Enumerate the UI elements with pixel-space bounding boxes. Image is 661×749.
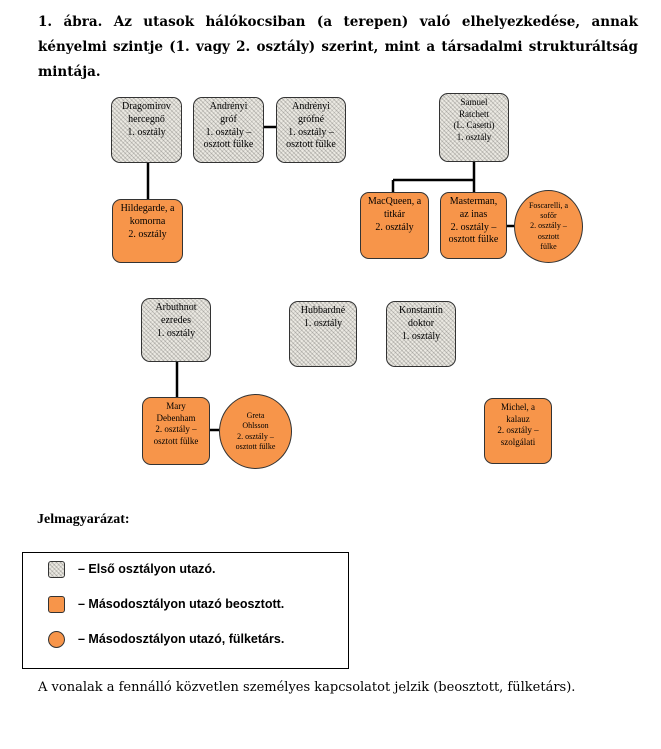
node-andrenyi-grof: Andrényi gróf 1. osztály – osztott fülke — [193, 97, 264, 163]
legend-label: – Első osztályon utazó. — [78, 562, 216, 576]
node-line: Foscarelli, a — [528, 200, 569, 210]
node-line: szolgálati — [500, 436, 536, 447]
legend-item-first-class: – Első osztályon utazó. — [48, 559, 216, 579]
node-masterman: Masterman, az inas 2. osztály – osztott … — [440, 192, 507, 259]
node-line: 2. osztály – — [155, 424, 197, 435]
node-line: hercegnő — [128, 113, 165, 125]
second-class-circle-swatch-icon — [48, 630, 65, 648]
node-line: kalauz — [506, 413, 530, 424]
node-konstantin: Konstantin doktor 1. osztály — [386, 301, 456, 367]
node-line: Michel, a — [501, 402, 535, 412]
node-line: grófné — [297, 113, 325, 125]
node-line: 2. osztály – — [497, 425, 539, 436]
node-line: 1. osztály — [156, 327, 196, 339]
node-line: osztott fülke — [235, 441, 276, 451]
first-class-swatch-icon — [48, 560, 65, 578]
legend-item-second-class-companion: – Másodosztályon utazó, fülketárs. — [48, 629, 284, 649]
node-dragomirov: Dragomirov hercegnő 1. osztály — [111, 97, 182, 163]
node-line: osztott fülke — [286, 139, 336, 151]
node-debenham: Mary Debenham 2. osztály – osztott fülke — [142, 397, 210, 465]
node-line: 2. osztály — [128, 228, 167, 240]
node-line: Andrényi — [209, 101, 248, 112]
node-line: doktor — [407, 317, 435, 329]
node-line: osztott — [537, 231, 560, 241]
node-hildegarde: Hildegarde, a komorna 2. osztály — [112, 199, 183, 263]
node-line: sofőr — [540, 211, 557, 221]
second-class-square-swatch-icon — [48, 595, 65, 613]
node-line: Samuel — [460, 97, 488, 107]
node-line: 1. osztály — [401, 330, 441, 342]
node-line: az inas — [459, 208, 488, 220]
node-line: Hubbardné — [300, 305, 346, 316]
node-line: 2. osztály – — [237, 431, 274, 441]
node-line: ezredes — [161, 314, 191, 326]
node-ohlsson: Greta Ohlsson 2. osztály – osztott fülke — [219, 394, 292, 469]
node-foscarelli: Foscarelli, a sofőr 2. osztály – osztott… — [514, 190, 583, 263]
legend-title: Jelmagyarázat: — [37, 512, 130, 527]
node-arbuthnot: Arbuthnot ezredes 1. osztály — [141, 298, 211, 362]
node-line: (L. Casetti) — [453, 120, 495, 131]
node-line: 2. osztály — [375, 221, 414, 233]
node-macqueen: MacQueen, a titkár 2. osztály — [360, 192, 429, 259]
node-line: 2. osztály – — [530, 221, 567, 231]
node-line: 1. osztály — [456, 131, 492, 142]
node-line: Mary — [166, 401, 186, 411]
node-line: 1. osztály – — [205, 126, 252, 138]
node-andrenyi-grofne: Andrényi grófné 1. osztály – osztott fül… — [276, 97, 346, 163]
node-line: Hildegarde, a — [120, 203, 175, 214]
node-line: fülke — [540, 241, 557, 251]
node-line: Masterman, — [449, 196, 498, 207]
node-line: osztott fülke — [448, 234, 499, 246]
node-ratchett: Samuel Ratchett (L. Casetti) 1. osztály — [439, 93, 509, 162]
legend-label: – Másodosztályon utazó beosztott. — [78, 597, 285, 611]
node-michel: Michel, a kalauz 2. osztály – szolgálati — [484, 398, 552, 464]
node-line: Debenham — [156, 412, 196, 423]
legend-item-second-class-subordinate: – Másodosztályon utazó beosztott. — [48, 594, 284, 614]
node-line: osztott fülke — [153, 435, 199, 446]
node-line: Ohlsson — [242, 421, 269, 431]
node-line: Konstantin — [399, 305, 443, 316]
node-line: titkár — [383, 208, 406, 220]
node-line: MacQueen, a — [367, 196, 422, 207]
node-line: gróf — [220, 113, 237, 125]
node-hubbardne: Hubbardné 1. osztály — [289, 301, 357, 367]
node-line: Dragomirov — [122, 101, 171, 112]
node-line: 1. osztály – — [288, 126, 334, 138]
node-line: 2. osztály – — [450, 221, 497, 233]
node-line: Ratchett — [459, 108, 489, 119]
node-line: Greta — [246, 411, 265, 421]
node-line: Arbuthnot — [155, 302, 197, 313]
node-line: osztott fülke — [203, 139, 254, 151]
node-line: 1. osztály — [127, 126, 166, 138]
legend-box: – Első osztályon utazó. – Másodosztályon… — [22, 552, 349, 669]
figure-caption: 1. ábra. Az utasok hálókocsiban (a terep… — [38, 14, 638, 80]
node-line: Andrényi — [292, 101, 330, 112]
node-line: 1. osztály — [303, 317, 343, 329]
legend-label: – Másodosztályon utazó, fülketárs. — [78, 632, 285, 646]
node-line: komorna — [129, 215, 166, 227]
footnote: A vonalak a fennálló közvetlen személyes… — [38, 680, 576, 695]
